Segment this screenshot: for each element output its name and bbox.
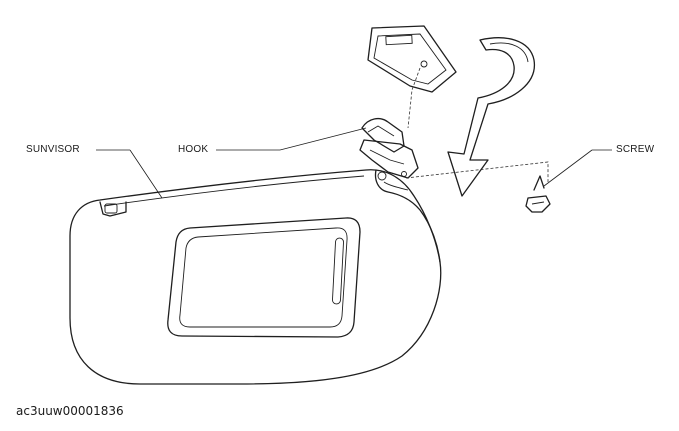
vanity-mirror xyxy=(167,217,361,338)
hook-leader-diagonal xyxy=(279,127,367,151)
sunvisor-body xyxy=(69,169,442,385)
removal-direction-arrow xyxy=(447,37,535,197)
figure-code: ac3uuw00001836 xyxy=(16,404,124,418)
hook-label: HOOK xyxy=(178,144,209,155)
alignment-lines xyxy=(405,67,549,182)
cover-part xyxy=(367,25,457,93)
sunvisor-leader-diagonal xyxy=(129,149,163,199)
sunvisor-label: SUNVISOR xyxy=(26,144,80,155)
screw-part xyxy=(525,175,551,213)
hook-assembly xyxy=(359,117,441,263)
screw-label: SCREW xyxy=(616,144,655,155)
screw-leader-diagonal xyxy=(543,149,593,187)
